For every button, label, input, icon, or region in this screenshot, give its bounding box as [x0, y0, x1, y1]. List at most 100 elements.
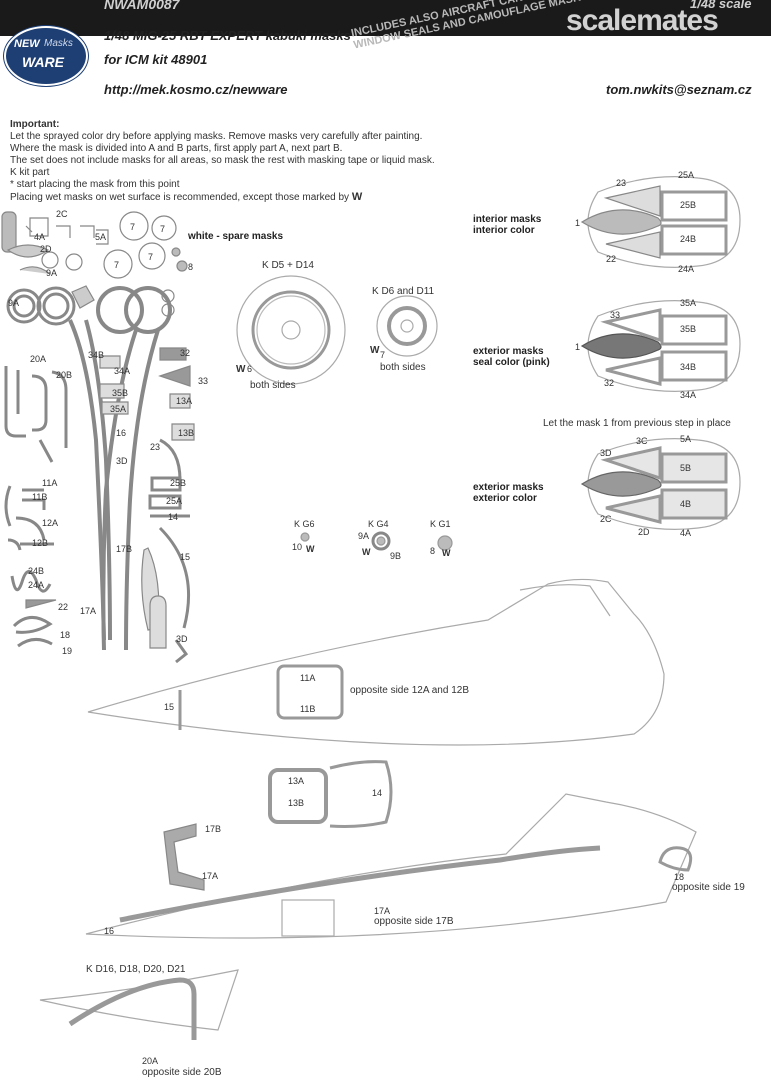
canopy-label: 33 [610, 310, 621, 320]
sheet-label: 20A [30, 354, 47, 364]
canopy-step-2 [580, 300, 741, 392]
sheet-label: 23 [150, 442, 161, 452]
sheet-label: 20B [56, 370, 73, 380]
canopy-label: 25A [678, 170, 695, 180]
sheet-label: 11B [32, 492, 48, 502]
fuselage-upper [87, 578, 665, 746]
bottom-panel [39, 969, 239, 1040]
product-title: 1/48 MiG-25 RBT EXPERT kabuki masks [104, 28, 351, 43]
sheet-label: 17B [116, 544, 133, 554]
sheet-label: 13B [178, 428, 195, 438]
sheet-label: 16 [116, 428, 127, 438]
big-wheel-note: both sides [250, 380, 296, 391]
light-g4-w: W [362, 547, 371, 557]
sheet-label: 12B [32, 538, 49, 548]
sheet-label: 24A [28, 580, 45, 590]
sheet-label: 18 [60, 630, 71, 640]
watermark: scalemates [566, 4, 719, 37]
big-wheel-title: K D5 + D14 [262, 260, 314, 271]
sheet-label: 14 [168, 512, 179, 522]
canopy-label: 24B [680, 234, 697, 244]
kit-parts-label: K D16, D18, D20, D21 [86, 964, 186, 975]
canopy-label: 1 [575, 218, 581, 228]
big-wheel-w: W [236, 364, 246, 375]
canopy-label: 34B [680, 362, 697, 372]
hatch-mask [268, 760, 393, 828]
canopy-label: 3C [636, 436, 648, 446]
canopy-label: 2D [638, 527, 650, 537]
sheet-label: 32 [180, 348, 191, 358]
canopy-label: 24A [678, 264, 695, 274]
sheet-label: 13A [176, 396, 193, 406]
small-wheel-title: K D6 and D11 [372, 286, 435, 297]
light-g6 [300, 532, 310, 542]
canopy-label: 4B [680, 499, 692, 509]
light-g4-title: K G4 [368, 519, 389, 529]
wheel-mask-small [376, 295, 438, 357]
wet-mark: W [351, 191, 363, 203]
sheet-label: 17A [80, 606, 97, 616]
hatch-14-label: 14 [372, 788, 383, 798]
step1-title: interior masks interior color [473, 214, 542, 236]
sheet-label: 3D [176, 634, 188, 644]
sheet-label: 3D [116, 456, 128, 466]
sheet-label: 7 [130, 222, 136, 232]
canopy-label: 5A [680, 434, 692, 444]
canopy-label: 1 [575, 342, 581, 352]
light-g4-num-b: 9B [390, 551, 402, 561]
part-17-mask [163, 823, 205, 891]
part-17a-label: 17A [202, 871, 219, 881]
hatch-13b-label: 13B [288, 798, 305, 808]
window-11b-label: 11B [300, 704, 316, 714]
light-g1 [437, 535, 453, 551]
sheet-label: 5A [95, 232, 107, 242]
sheet-label: 35B [112, 388, 129, 398]
lower-opposite-17b: opposite side 17B [374, 916, 454, 927]
upper-opposite-note: opposite side 12A and 12B [350, 685, 469, 696]
canopy-label: 34A [680, 390, 697, 400]
step2-title: exterior masks seal color (pink) [473, 346, 550, 368]
kit-reference: for ICM kit 48901 [104, 52, 208, 67]
hatch-13a-label: 13A [288, 776, 305, 786]
sheet-label: 22 [58, 602, 69, 612]
light-g6-title: K G6 [294, 519, 315, 529]
part-17a-lower-label: 17A [374, 906, 391, 916]
canopy-label: 32 [604, 378, 615, 388]
sheet-label: 7 [148, 252, 154, 262]
mask-sheet [1, 211, 195, 664]
light-g1-title: K G1 [430, 519, 451, 529]
sheet-label: 8 [188, 262, 194, 272]
light-g1-w: W [442, 548, 451, 558]
canopy-label: 22 [606, 254, 617, 264]
sheet-label: 24B [28, 566, 45, 576]
light-g1-num: 8 [430, 546, 436, 556]
window-11a-label: 11A [300, 673, 316, 683]
lower-opposite-19: opposite side 19 [672, 882, 745, 893]
part-20a-label: 20A [142, 1056, 159, 1066]
sheet-label: 34B [88, 350, 105, 360]
sheet-label: 35A [110, 404, 127, 414]
newware-logo: NEW Masks WARE [4, 26, 88, 86]
fuselage-lower [85, 793, 697, 939]
sheet-label: 9A [8, 298, 20, 308]
sheet-label: 11A [42, 478, 58, 488]
sheet-label: 7 [114, 260, 120, 270]
big-wheel-num: 6 [247, 364, 253, 374]
canopy-step-3 [580, 438, 741, 530]
sheet-label: 12A [42, 518, 59, 528]
header-band [0, 0, 771, 36]
step-note: Let the mask 1 from previous step in pla… [543, 418, 731, 429]
part-17b-label: 17B [205, 824, 222, 834]
sheet-label: 15 [180, 552, 191, 562]
product-code: NWAM0087 [104, 0, 180, 12]
canopy-label: 3D [600, 448, 612, 458]
small-wheel-note: both sides [380, 362, 426, 373]
canopy-label: 2C [600, 514, 612, 524]
small-wheel-num: 7 [380, 350, 386, 360]
scale-label: 1/48 scale [690, 0, 752, 11]
part-15-label: 15 [164, 702, 175, 712]
part-16-label: 16 [104, 926, 115, 936]
canopy-step-1 [580, 176, 741, 268]
canopy-label: 35A [680, 298, 697, 308]
